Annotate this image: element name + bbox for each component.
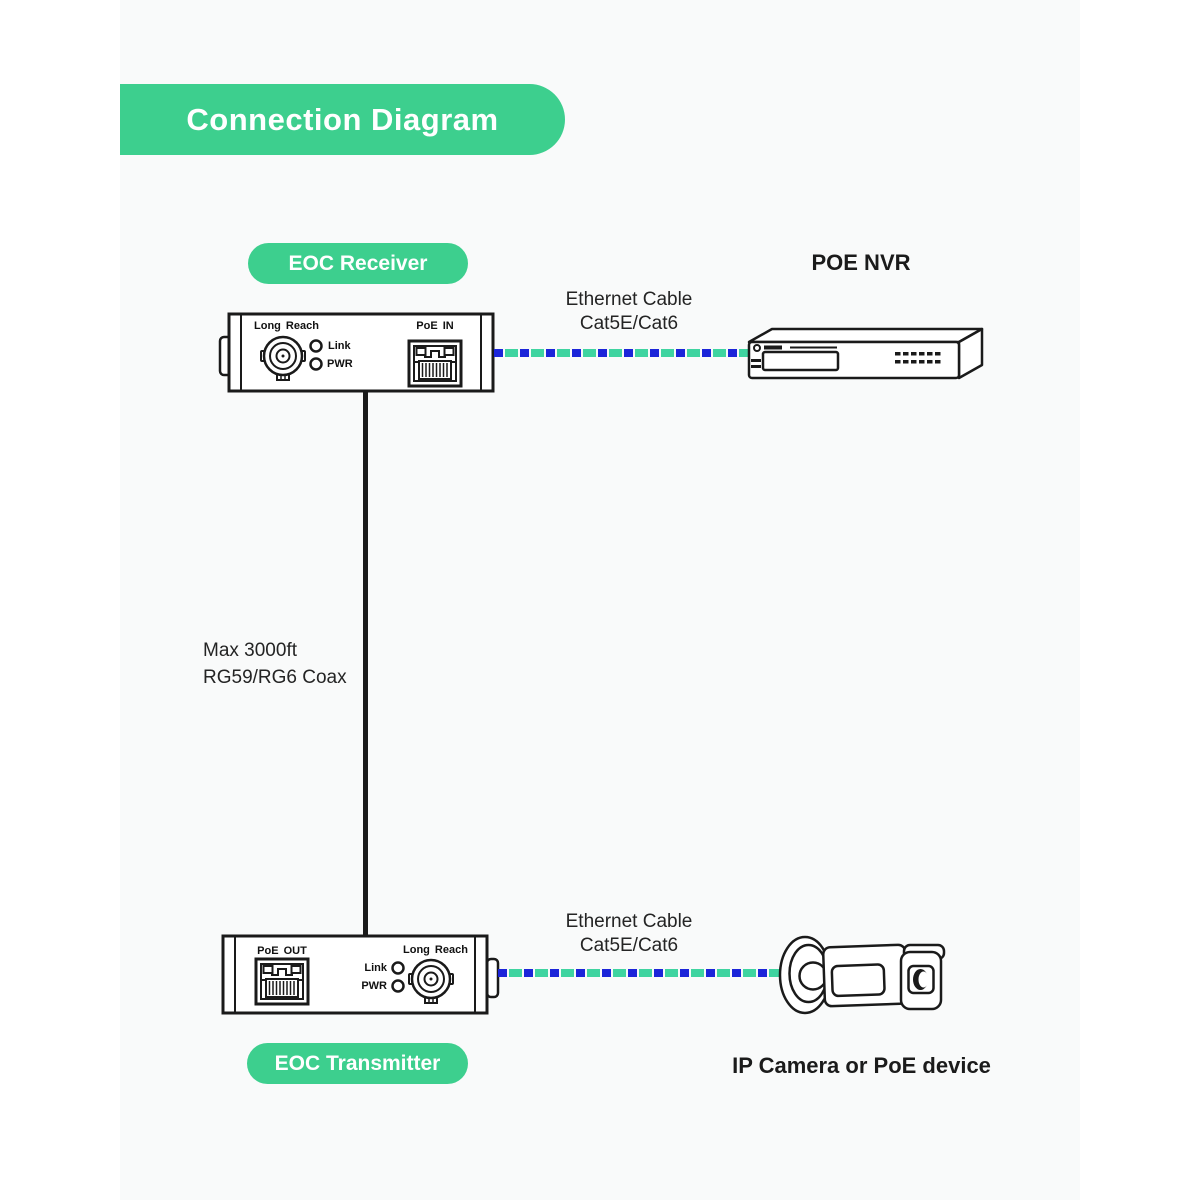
poe-nvr-device (740, 318, 990, 386)
transmitter-pwr-led-label: PWR (361, 980, 387, 992)
receiver-pwr-led-label: PWR (327, 358, 353, 370)
pwr-led-icon (391, 979, 405, 993)
pwr-led-icon (309, 357, 323, 371)
poe-nvr-graphic (747, 327, 984, 380)
nvr-power-led-icon (753, 344, 761, 352)
ethernet-label-top: Ethernet Cable Cat5E/Cat6 (529, 288, 729, 336)
nvr-label: POE NVR (811, 250, 911, 275)
rj45-port-icon (407, 339, 463, 388)
eoc-transmitter-badge: EOC Transmitter (247, 1043, 468, 1084)
ethernet-cable-top (494, 349, 749, 357)
transmitter-rj45-port-label: PoE OUT (257, 945, 307, 957)
bnc-connector-icon (408, 958, 454, 1004)
camera-mount-icon (778, 935, 832, 1015)
ethernet-label-bottom: Ethernet Cable Cat5E/Cat6 (529, 910, 729, 958)
receiver-link-led-label: Link (328, 340, 351, 352)
ip-camera-graphic (778, 935, 946, 1015)
link-led-icon (309, 339, 323, 353)
camera-label: IP Camera or PoE device (732, 1053, 991, 1078)
receiver-bnc-port-label: Long Reach (254, 320, 319, 332)
coax-cable (363, 391, 368, 937)
ethernet-label-top-line2: Cat5E/Cat6 (579, 313, 679, 334)
ethernet-cable-bottom (498, 969, 781, 977)
diagram-background-panel (120, 0, 1080, 1200)
link-led-icon (391, 961, 405, 975)
transmitter-link-led-label: Link (364, 962, 387, 974)
nvr-vent-icon (895, 352, 941, 364)
nvr-drive-slot-icon (761, 350, 840, 372)
camera-lens-icon (899, 943, 946, 1011)
transmitter-bnc-port-label: Long Reach (403, 944, 468, 956)
eoc-receiver-badge: EOC Receiver (248, 243, 468, 284)
title-banner: Connection Diagram (120, 84, 565, 155)
ethernet-label-bottom-line1: Ethernet Cable (565, 911, 693, 932)
coax-label-line1: Max 3000ft (203, 640, 297, 661)
eoc-receiver-label: EOC Receiver (288, 251, 428, 275)
camera-body-icon (822, 943, 909, 1008)
receiver-rj45-port-label: PoE IN (416, 320, 454, 332)
eoc-receiver-graphic (218, 312, 495, 393)
bnc-connector-icon (260, 335, 306, 381)
ethernet-label-bottom-line2: Cat5E/Cat6 (579, 935, 679, 956)
eoc-transmitter-device: PoE OUT Link PWR Long Reach (220, 933, 500, 1017)
rj45-port-icon (254, 957, 310, 1006)
transmitter-mount-tab (485, 957, 500, 999)
eoc-transmitter-graphic (221, 934, 500, 1015)
page-title: Connection Diagram (186, 101, 499, 137)
nvr-top-face (747, 327, 984, 344)
ethernet-label-top-line1: Ethernet Cable (565, 289, 693, 310)
coax-label-line2: RG59/RG6 Coax (203, 667, 347, 688)
eoc-receiver-device: Long Reach PoE IN Link PWR (218, 312, 498, 394)
ip-camera-device (770, 925, 950, 1020)
coax-label: Max 3000ft RG59/RG6 Coax (203, 637, 363, 691)
eoc-transmitter-label: EOC Transmitter (274, 1051, 441, 1075)
